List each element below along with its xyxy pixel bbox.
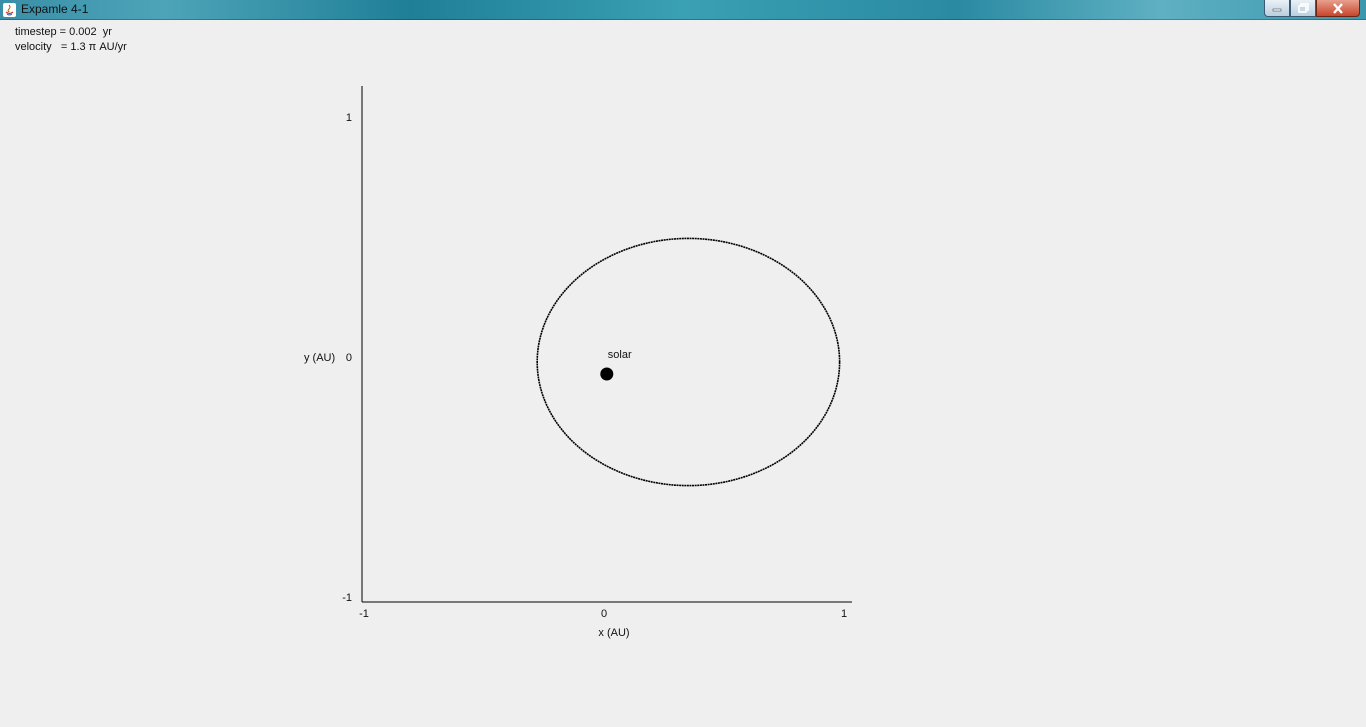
sun-marker bbox=[600, 367, 614, 381]
close-icon bbox=[1333, 2, 1343, 14]
x-tick-labels: -1 0 1 bbox=[359, 608, 847, 620]
timestep-readout: timestep = 0.002 yr bbox=[15, 26, 112, 38]
orbit-path bbox=[536, 237, 841, 487]
restore-button[interactable] bbox=[1290, 0, 1316, 17]
minimize-icon bbox=[1272, 8, 1282, 12]
title-bar[interactable]: Expamle 4-1 bbox=[0, 0, 1366, 20]
x-tick-label: 1 bbox=[841, 608, 847, 620]
y-tick-label: 0 bbox=[346, 352, 352, 364]
window-title: Expamle 4-1 bbox=[21, 2, 89, 16]
x-tick-label: 0 bbox=[601, 608, 607, 620]
minimize-button[interactable] bbox=[1264, 0, 1290, 17]
y-axis-label: y (AU) bbox=[304, 352, 335, 364]
y-tick-label: -1 bbox=[342, 592, 352, 604]
x-tick-label: -1 bbox=[359, 608, 369, 620]
velocity-readout: velocity = 1.3 π AU/yr bbox=[15, 41, 127, 53]
restore-icon bbox=[1297, 3, 1309, 13]
y-tick-labels: 1 0 -1 bbox=[342, 112, 352, 604]
sun-label: solar bbox=[608, 349, 632, 361]
x-axis-label: x (AU) bbox=[598, 627, 629, 639]
java-icon[interactable] bbox=[3, 3, 16, 17]
close-button[interactable] bbox=[1316, 0, 1360, 17]
y-tick-label: 1 bbox=[346, 112, 352, 124]
